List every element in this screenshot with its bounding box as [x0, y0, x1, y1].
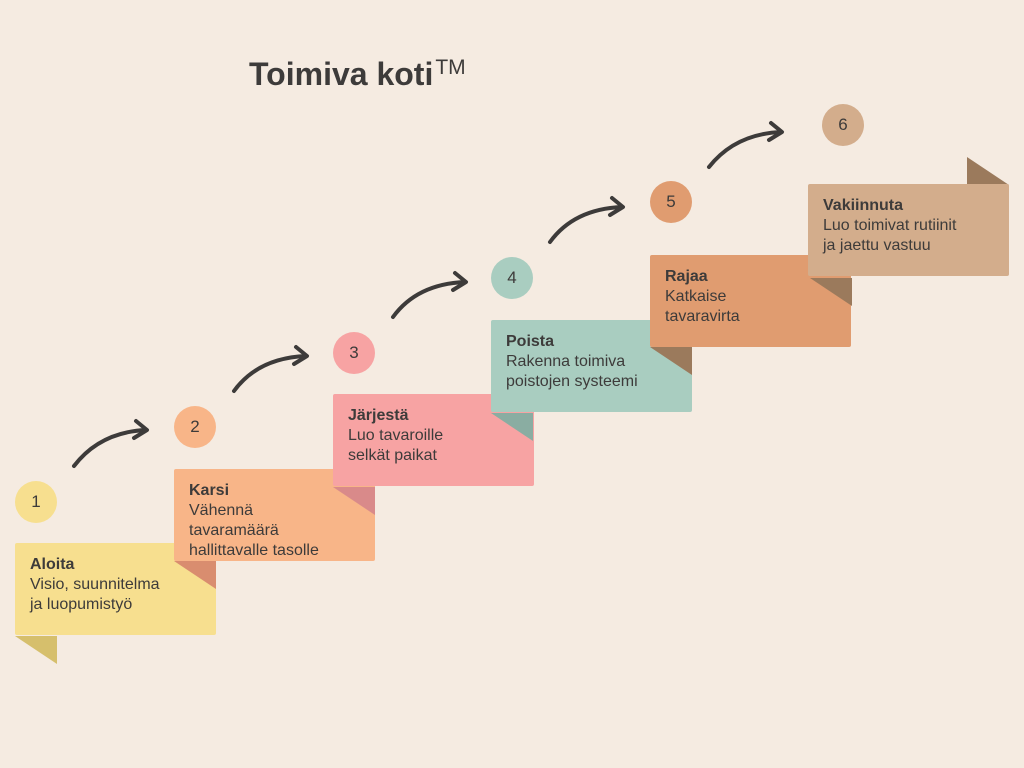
step-6-number-badge: 6	[822, 104, 864, 146]
step-4-fold-shadow	[491, 413, 533, 441]
step-6-fold-shadow	[810, 278, 852, 306]
step-1-number-badge: 1	[15, 481, 57, 523]
trademark-mark: TM	[435, 56, 466, 79]
step-3-heading: Järjestä	[348, 407, 409, 424]
step-6-ribbon-fold	[967, 157, 1009, 185]
arrow-5-to-6-icon	[707, 121, 784, 169]
step-1-heading: Aloita	[30, 556, 75, 573]
step-4-description: Rakenna toimiva poistojen systeemi	[506, 353, 638, 390]
step-6-heading: Vakiinnuta	[823, 197, 904, 214]
arrow-2-to-3-icon	[232, 345, 309, 393]
step-4-number-badge: 4	[491, 257, 533, 299]
step-1-ribbon-fold	[15, 636, 57, 664]
step-5-fold-shadow	[650, 347, 692, 375]
step-3-number-badge: 3	[333, 332, 375, 374]
step-1-description: Visio, suunnitelma ja luopumistyö	[30, 576, 160, 613]
arrow-4-to-5-icon	[548, 196, 625, 244]
step-5-number-badge: 5	[650, 181, 692, 223]
step-3-description: Luo tavaroille selkät paikat	[348, 427, 444, 464]
step-5-description: Katkaise tavaravirta	[665, 288, 740, 325]
step-6-card: Vakiinnuta Luo toimivat rutiinit ja jaet…	[808, 184, 1009, 276]
step-4-heading: Poista	[506, 333, 555, 350]
step-3-fold-shadow	[333, 487, 375, 515]
page-title: Toimiva kotiTM	[249, 56, 466, 93]
step-2-description: Vähennä tavaramäärä hallittavalle tasoll…	[189, 502, 319, 559]
step-2-heading: Karsi	[189, 482, 230, 499]
arrow-3-to-4-icon	[391, 271, 468, 319]
arrow-1-to-2-icon	[72, 419, 149, 468]
step-5-heading: Rajaa	[665, 268, 708, 285]
step-2-number-badge: 2	[174, 406, 216, 448]
step-6-description: Luo toimivat rutiinit ja jaettu vastuu	[823, 217, 957, 254]
title-text: Toimiva koti	[249, 56, 434, 92]
step-2-fold-shadow	[174, 561, 216, 589]
